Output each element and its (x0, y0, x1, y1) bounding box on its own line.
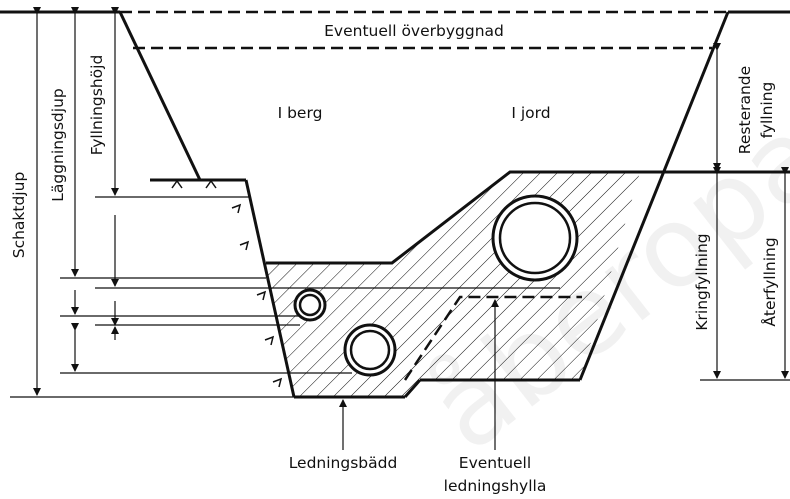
label-ledningsbadd: Ledningsbädd (289, 454, 398, 472)
reference-lines (10, 196, 790, 398)
label-eventuell: Eventuell (459, 454, 531, 472)
hatched-fill-zone (266, 172, 640, 380)
large-pipe (491, 194, 579, 282)
label-ledningshylla: ledningshylla (444, 477, 547, 495)
dimension-arrows (33, 7, 789, 450)
label-resterande: Resterande (736, 66, 754, 154)
pipe-bed-line (403, 379, 422, 398)
ledningshylla-dashed (403, 295, 582, 381)
label-laggningsdjup: Läggningsdjup (49, 88, 67, 202)
label-fyllningshojd: Fyllningshöjd (88, 55, 106, 156)
label-schaktdjup: Schaktdjup (10, 172, 28, 259)
rock-symbols (171, 179, 283, 388)
kringfyllning-top (266, 170, 790, 265)
label-aterfyllning: Återfyllning (760, 237, 779, 326)
medium-pipe (343, 323, 397, 377)
label-eventuell-overbyggnad: Eventuell överbyggnad (324, 22, 504, 40)
bedding-zone (290, 380, 420, 397)
trench-left-slope-soil (118, 11, 202, 181)
label-i-berg: I berg (278, 104, 323, 122)
trench-right-slope (578, 11, 730, 381)
small-pipe (293, 288, 327, 322)
label-fyllning: fyllning (758, 82, 776, 139)
label-i-jord: I jord (511, 104, 550, 122)
label-kringfyllning: Kringfyllning (693, 233, 711, 330)
